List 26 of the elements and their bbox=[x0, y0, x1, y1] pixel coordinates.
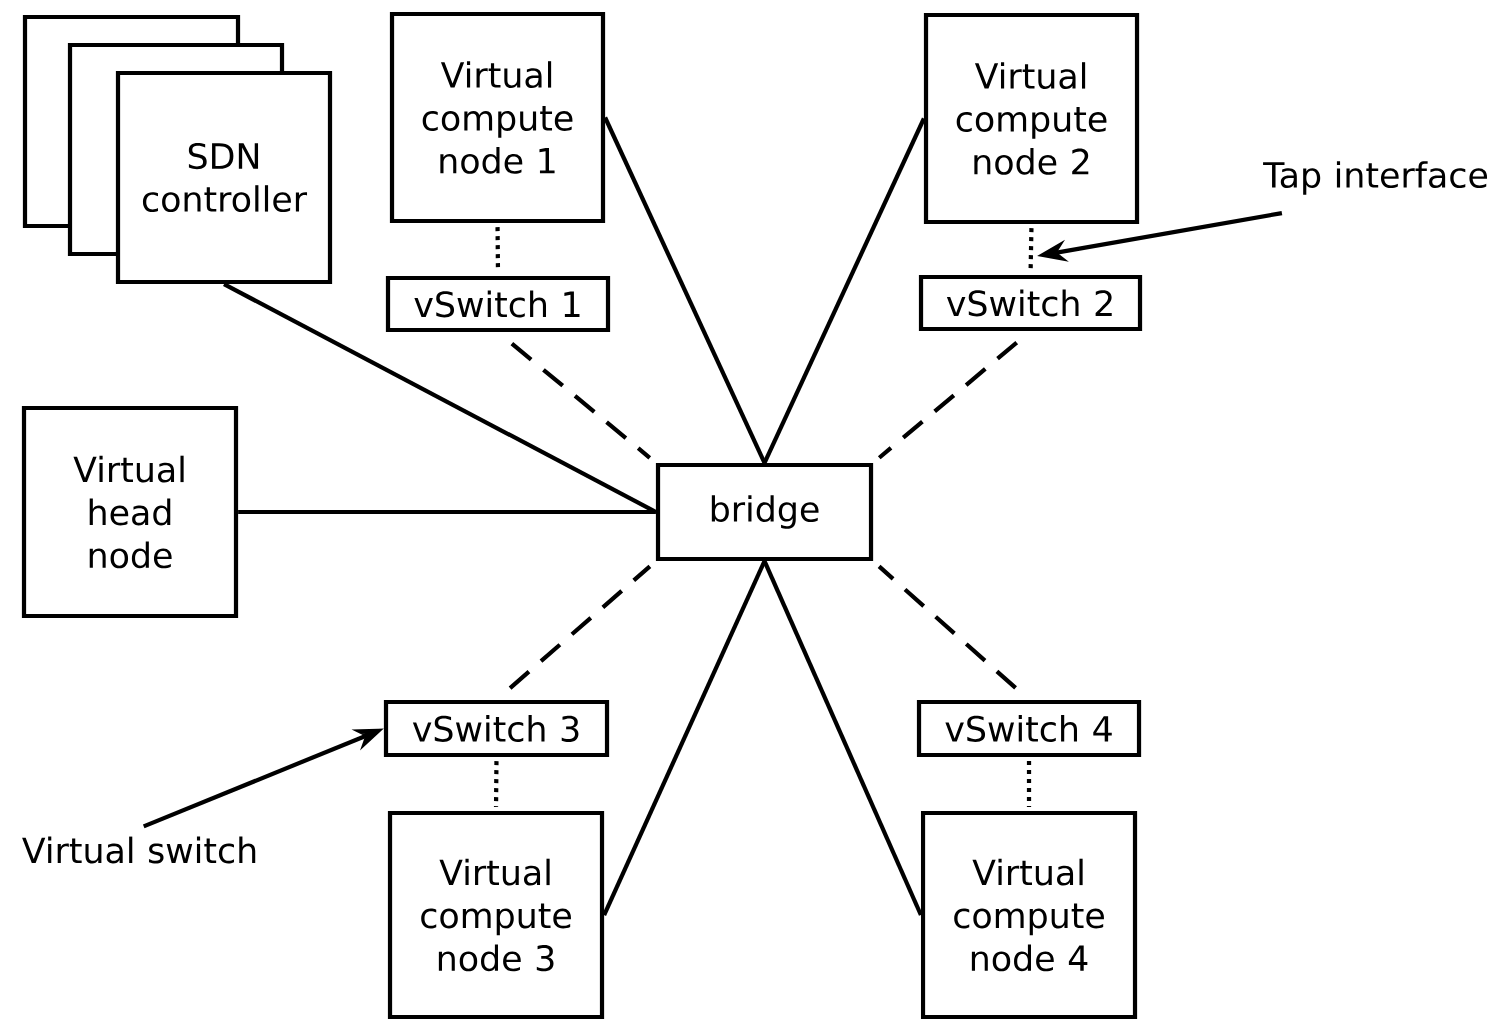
controller-box: SDN controller bbox=[115, 70, 333, 285]
switch-box: vSwitch 1 bbox=[385, 275, 611, 333]
switch-box: vSwitch 2 bbox=[918, 274, 1143, 332]
connection-line bbox=[603, 116, 767, 464]
connection-line bbox=[762, 117, 926, 464]
connection-line bbox=[877, 341, 1019, 460]
switch-box: vSwitch 4 bbox=[916, 699, 1142, 758]
connection-line bbox=[762, 560, 923, 916]
compute-node-box: Virtual compute node 1 bbox=[389, 11, 606, 224]
connection-line bbox=[510, 341, 652, 460]
connection-line bbox=[238, 509, 656, 515]
connection-line bbox=[508, 564, 652, 690]
connection-line bbox=[493, 761, 499, 807]
connection-line bbox=[602, 560, 767, 916]
connection-line bbox=[1028, 228, 1034, 271]
callout-text: Tap interface bbox=[1263, 161, 1488, 195]
compute-node-box: Virtual compute node 2 bbox=[923, 12, 1140, 225]
connection-line bbox=[1026, 761, 1032, 807]
connection-line bbox=[223, 282, 657, 514]
bridge-box: bridge bbox=[655, 462, 874, 562]
switch-box: vSwitch 3 bbox=[383, 699, 610, 758]
compute-node-box: Virtual compute node 3 bbox=[387, 810, 605, 1019]
compute-node-box: Virtual compute node 4 bbox=[920, 810, 1138, 1019]
connection-line bbox=[877, 564, 1017, 690]
callout-text: Virtual switch bbox=[22, 836, 256, 864]
head-node-box: Virtual head node bbox=[21, 405, 239, 619]
